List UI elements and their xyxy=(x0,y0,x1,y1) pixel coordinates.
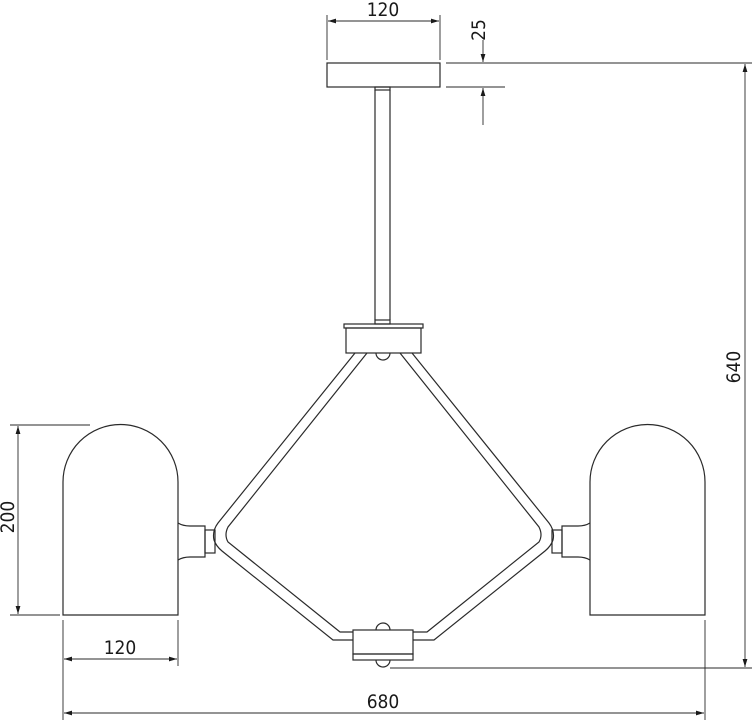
dimension-label: 120 xyxy=(367,0,400,21)
dimension-total-height: 640 xyxy=(390,63,752,669)
dimension-label: 640 xyxy=(723,351,745,384)
dimension-label: 680 xyxy=(367,691,400,713)
bottom-hub xyxy=(352,622,414,668)
dimension-total-width: 680 xyxy=(63,620,706,720)
dimension-canopy-width: 120 xyxy=(326,0,441,60)
dimension-label: 200 xyxy=(0,501,19,534)
canopy xyxy=(326,62,441,88)
right-shade xyxy=(551,423,706,616)
dimension-label: 25 xyxy=(468,19,490,41)
top-hub xyxy=(343,323,424,361)
dimension-shade-height: 200 xyxy=(0,424,90,616)
left-shade xyxy=(62,423,216,616)
frame-arms xyxy=(212,352,555,641)
dimension-canopy-height: 25 xyxy=(446,19,752,125)
dimension-label: 120 xyxy=(104,637,137,659)
dimension-shade-width: 120 xyxy=(62,620,179,720)
stem xyxy=(374,86,391,325)
